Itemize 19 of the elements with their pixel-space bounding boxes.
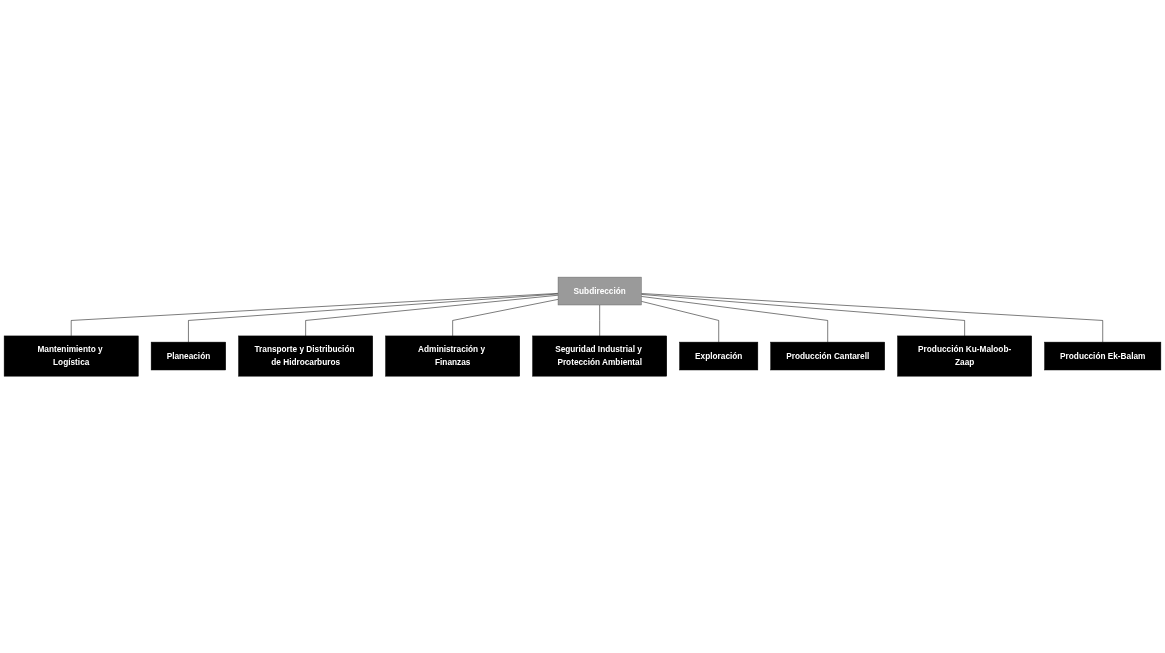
connector: [452, 298, 559, 337]
node-box: Transporte y Distribución de Hidrocarburos: [238, 335, 373, 377]
node-box: Mantenimiento y Logística: [3, 335, 139, 377]
connector: [641, 296, 828, 343]
node-box: Seguridad Industrial y Protección Ambiental: [532, 335, 667, 377]
node-box: Administración y Finanzas: [385, 335, 520, 377]
connector: [70, 292, 559, 337]
connector: [641, 300, 719, 343]
node-box: Exploración: [679, 341, 759, 371]
connector: [305, 294, 559, 337]
node-box: Producción Ku-Maloob-Zaap: [897, 335, 1032, 377]
node-box: Subdirección: [557, 276, 642, 306]
connector: [641, 293, 1103, 343]
node-box: Planeación: [150, 341, 226, 371]
node-box: Producción Cantarell: [770, 341, 885, 371]
connector: [641, 294, 965, 337]
connector: [188, 293, 559, 343]
node-box: Producción Ek-Balam: [1044, 341, 1162, 371]
connector: [599, 304, 600, 337]
